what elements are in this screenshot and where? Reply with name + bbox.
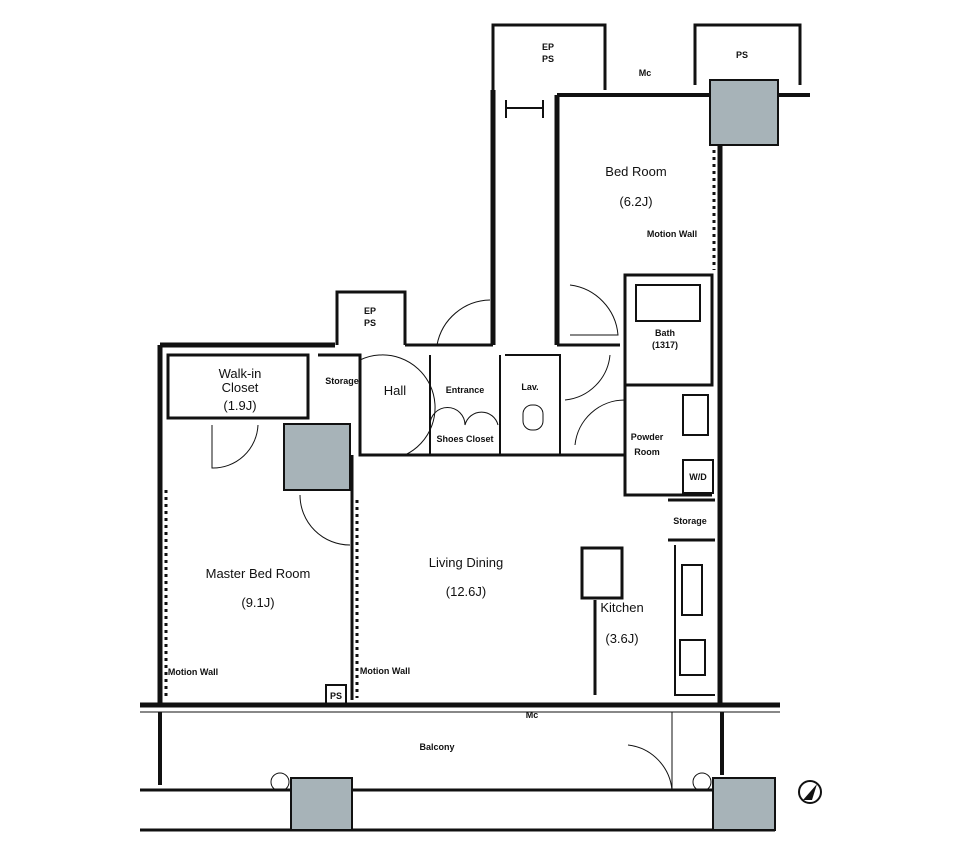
- hall-label: Hall: [384, 383, 407, 398]
- living-dining-name: Living Dining: [429, 555, 503, 570]
- mc-label: Mc: [526, 710, 539, 720]
- wic-name: Walk-in: [219, 366, 262, 381]
- kitchen-name: Kitchen: [600, 600, 643, 615]
- ps-label: PS: [364, 318, 376, 328]
- room-labels: Bed Room (6.2J) Motion Wall Walk-in Clos…: [168, 164, 707, 752]
- compass-icon: [798, 780, 822, 804]
- wic-size: (1.9J): [223, 398, 256, 413]
- living-dining-size: (12.6J): [446, 584, 486, 599]
- bath-name: Bath: [655, 328, 675, 338]
- bath-size: (1317): [652, 340, 678, 350]
- master-bed-room-size: (9.1J): [241, 595, 274, 610]
- motion-wall-label: Motion Wall: [168, 667, 218, 677]
- wic-name-2: Closet: [222, 380, 259, 395]
- bed-room-name: Bed Room: [605, 164, 666, 179]
- ep-label: EP: [542, 42, 554, 52]
- doors[interactable]: [211, 284, 673, 791]
- balcony-label: Balcony: [419, 742, 454, 752]
- kitchen-size: (3.6J): [605, 631, 638, 646]
- powder-room-name-2: Room: [634, 447, 660, 457]
- lav-label: Lav.: [521, 382, 538, 392]
- bed-room-size: (6.2J): [619, 194, 652, 209]
- structural-columns: [270, 79, 779, 831]
- ps-label: PS: [736, 50, 748, 60]
- ps-label: PS: [542, 54, 554, 64]
- ep-label: EP: [364, 306, 376, 316]
- top-shafts: EP PS PS Mc: [491, 23, 802, 118]
- storage-label: Storage: [325, 376, 359, 386]
- entrance-label: Entrance: [446, 385, 485, 395]
- storage-kitchen-label: Storage: [673, 516, 707, 526]
- master-bed-room-name: Master Bed Room: [206, 566, 311, 581]
- motion-wall-label: Motion Wall: [647, 229, 697, 239]
- mc-label: Mc: [639, 68, 652, 78]
- shoes-closet-label: Shoes Closet: [436, 434, 493, 444]
- walls: EP PS PS: [140, 90, 810, 832]
- ps-small-label: PS: [330, 691, 342, 701]
- motion-wall-label: Motion Wall: [360, 666, 410, 676]
- powder-room-name: Powder: [631, 432, 664, 442]
- wd-label: W/D: [689, 472, 707, 482]
